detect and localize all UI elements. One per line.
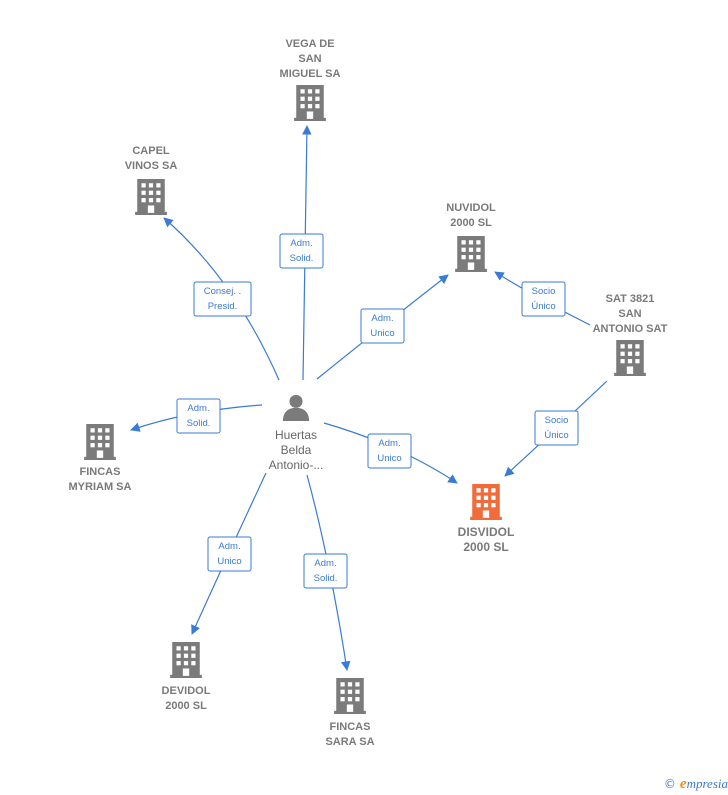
edge-label-text: Unico (217, 556, 241, 567)
node-label: ANTONIO SAT (593, 323, 668, 335)
building-icon[interactable] (470, 484, 502, 520)
edge-label-box[interactable] (521, 281, 566, 317)
node-label: 2000 SL (165, 700, 207, 712)
node-label: Antonio-... (269, 458, 324, 472)
node-label: SAN (618, 308, 641, 320)
edge-person-capel: Consej. . Presid. (163, 217, 280, 381)
edge-label-text: Adm. (371, 313, 393, 324)
node-label: SARA SA (325, 736, 374, 748)
node-label: VEGA DE (285, 38, 334, 50)
edge-label-text: Solid. (187, 418, 211, 429)
edge-person-myriam: Adm. Solid. (130, 398, 263, 434)
brand-logo-initial: e (679, 776, 687, 792)
building-icon[interactable] (334, 678, 366, 714)
node-label: MIGUEL SA (280, 68, 341, 80)
node-label: VINOS SA (125, 160, 178, 172)
copyright-icon: © (663, 777, 676, 791)
building-icon[interactable] (614, 340, 646, 376)
edge-person-disvidol: Adm. Unico (323, 422, 458, 484)
node-label: SAN (298, 53, 321, 65)
node-devidol[interactable]: DEVIDOL 2000 SL (162, 642, 211, 712)
edge-label-box[interactable] (360, 308, 405, 344)
node-label: MYRIAM SA (69, 481, 132, 493)
edge-label-text: Adm. (290, 238, 312, 249)
edge-label-text: Unico (370, 328, 394, 339)
node-label: FINCAS (330, 721, 371, 733)
edge-label-box[interactable] (279, 233, 324, 269)
building-icon[interactable] (84, 424, 116, 460)
edge-person-vega: Adm. Solid. (279, 125, 324, 381)
node-label: CAPEL (132, 145, 170, 157)
edge-label-text: Adm. (378, 438, 400, 449)
node-capel[interactable]: CAPEL VINOS SA (125, 145, 178, 215)
edge-person-nuvidol: Adm. Unico (316, 274, 449, 380)
building-icon[interactable] (170, 642, 202, 678)
edge-label-text: Consej. . (204, 286, 242, 297)
edge-label-text: Único (544, 430, 568, 441)
building-icon[interactable] (135, 179, 167, 215)
edge-label-box[interactable] (207, 536, 252, 572)
node-label: FINCAS (80, 466, 121, 478)
node-label: 2000 SL (450, 217, 492, 229)
edge-label-text: Unico (377, 453, 401, 464)
edge-label-text: Solid. (314, 573, 338, 584)
edge-label-text: Solid. (290, 253, 314, 264)
node-sara[interactable]: FINCAS SARA SA (325, 678, 375, 748)
person-icon[interactable] (282, 394, 310, 421)
node-label: DEVIDOL (162, 685, 211, 697)
edge-label-text: Adm. (218, 541, 240, 552)
node-label: DISVIDOL (458, 525, 515, 539)
edge-label-box[interactable] (176, 398, 221, 434)
node-label: Belda (281, 443, 312, 457)
edge-label-box[interactable] (367, 433, 412, 469)
node-label: 2000 SL (463, 540, 508, 554)
node-vega[interactable]: VEGA DE SAN MIGUEL SA (280, 38, 341, 121)
edge-label-text: Socio (532, 286, 556, 297)
node-label: Huertas (275, 428, 317, 442)
building-icon[interactable] (455, 236, 487, 272)
edge-label-text: Socio (545, 415, 569, 426)
brand-footer: ©empresia (664, 776, 728, 793)
node-nuvidol[interactable]: NUVIDOL 2000 SL (446, 202, 496, 272)
edge-label-text: Único (531, 301, 555, 312)
edge-label-box[interactable] (534, 410, 579, 446)
node-myriam[interactable]: FINCAS MYRIAM SA (69, 424, 132, 493)
edge-person-sara: Adm. Solid. (303, 474, 351, 671)
edge-person-devidol: Adm. Unico (191, 472, 267, 635)
edge-label-box[interactable] (193, 281, 252, 317)
brand-logo-text: mpresia (686, 776, 728, 791)
node-label: NUVIDOL (446, 202, 496, 214)
edge-label-text: Adm. (187, 403, 209, 414)
node-label: SAT 3821 (606, 293, 655, 305)
node-person[interactable]: HuertasBeldaAntonio-... (269, 394, 324, 472)
building-icon[interactable] (294, 85, 326, 121)
edge-label-box[interactable] (303, 553, 348, 589)
edge-label-text: Presid. (208, 301, 238, 312)
edge-label-text: Adm. (314, 558, 336, 569)
